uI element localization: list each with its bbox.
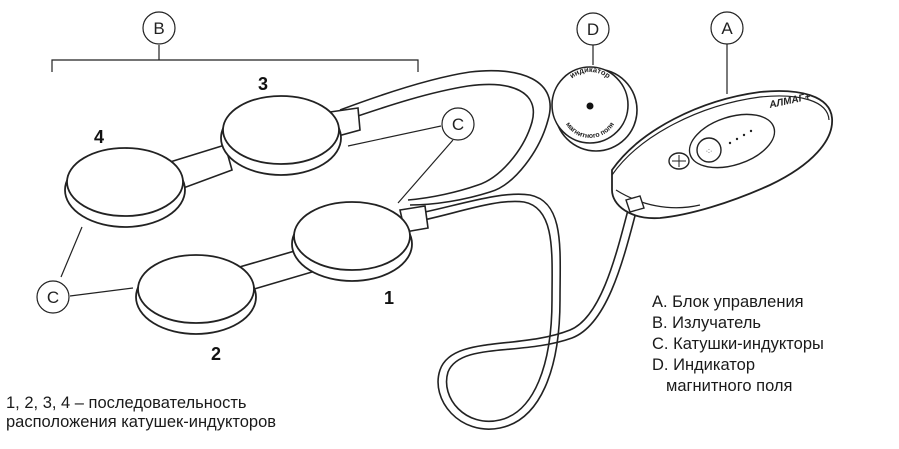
power-button-glyph: ·:·: [706, 148, 713, 155]
leader-lines: [60, 44, 728, 297]
legend-item-a: A. Блок управления: [652, 293, 804, 311]
marker-b: B: [142, 11, 176, 45]
legend-item-b: B. Излучатель: [652, 314, 761, 332]
svg-text:A: A: [721, 19, 733, 38]
coil-number-4: 4: [94, 127, 104, 147]
magnetic-field-indicator: индикатор магнитного поля: [551, 65, 638, 152]
marker-a: A: [710, 11, 744, 45]
marker-c-bottom: C: [36, 280, 70, 314]
emitter-bracket: [51, 45, 419, 72]
sequence-note: 1, 2, 3, 4 – последовательность располож…: [6, 394, 276, 432]
svg-text:B: B: [153, 19, 164, 38]
legend-item-d: D. Индикатор: [652, 356, 756, 374]
coil-connectors: [169, 107, 429, 293]
marker-d: D: [576, 12, 610, 46]
indicator-dot: [586, 102, 594, 110]
coil-number-2: 2: [211, 344, 221, 364]
control-panel-oval: [688, 113, 776, 169]
legend: A. Блок управления B. Излучатель C. Кату…: [652, 292, 824, 397]
coil-4: [64, 147, 186, 228]
status-led-indicators: [728, 129, 753, 145]
sequence-note-line-1: 1, 2, 3, 4 – последовательность: [6, 394, 247, 412]
cable-plug: [625, 195, 645, 213]
legend-item-c: C. Катушки-индукторы: [652, 335, 824, 353]
cable: [339, 69, 637, 430]
coil-number-3: 3: [258, 74, 268, 94]
coil-3: [220, 95, 342, 176]
coil-1: [291, 201, 413, 282]
legend-item-d-continued: магнитного поля: [666, 377, 793, 395]
svg-text:C: C: [47, 288, 59, 307]
coil-number-1: 1: [384, 288, 394, 308]
svg-text:C: C: [452, 115, 464, 134]
sequence-note-line-2: расположения катушек-индукторов: [6, 413, 277, 431]
coil-2: [135, 254, 257, 335]
power-button: [696, 137, 722, 163]
svg-text:D: D: [587, 20, 599, 39]
control-unit: ·:· АЛМАГ+: [611, 90, 833, 219]
marker-c-top: C: [441, 107, 475, 141]
